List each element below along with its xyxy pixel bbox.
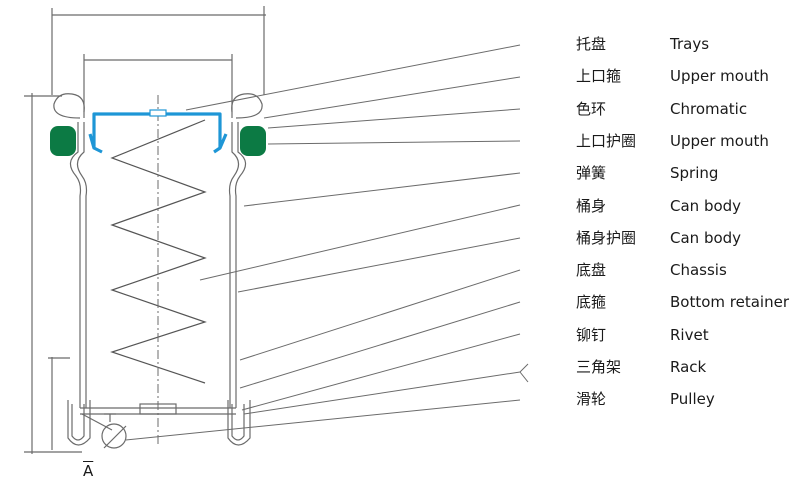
leader-can-body-guard xyxy=(237,237,521,293)
leader-chromatic xyxy=(267,108,521,129)
rivet-left xyxy=(71,404,85,441)
part-label-zh: 桶身 xyxy=(576,197,607,215)
part-label-en: Can body xyxy=(670,197,742,215)
part-label-zh: 托盘 xyxy=(576,35,607,53)
leader-chassis xyxy=(239,269,521,361)
part-label-zh: 弹簧 xyxy=(576,164,607,182)
dimension-label: A xyxy=(83,462,94,480)
leader-rack-b xyxy=(519,363,529,373)
leader-can-body xyxy=(199,204,521,281)
spring xyxy=(110,119,207,384)
leader-rack-a xyxy=(243,371,521,415)
part-label-en: Bottom retainer xyxy=(670,293,789,311)
part-label-zh: 三角架 xyxy=(576,358,622,376)
rack-leg xyxy=(81,413,113,431)
leader-rack-c xyxy=(519,371,529,383)
part-label-zh: 桶身护圈 xyxy=(576,229,637,247)
can-body-left-wall xyxy=(69,122,82,408)
rivet-right xyxy=(231,404,245,441)
tray xyxy=(88,112,228,154)
leader-upper-mouth xyxy=(263,76,521,119)
upper-mouth-rim-left xyxy=(53,93,85,119)
part-label-en: Pulley xyxy=(670,390,715,408)
part-label-zh: 铆钉 xyxy=(576,326,607,344)
leader-trays xyxy=(185,44,521,111)
part-label-en: Trays xyxy=(670,35,710,53)
upper-mouth-guard-right xyxy=(240,126,266,156)
part-label-zh: 底箍 xyxy=(576,293,607,311)
part-label-en: Rack xyxy=(670,358,707,376)
part-label-en: Chromatic xyxy=(670,100,748,118)
part-label-zh: 色环 xyxy=(576,100,607,118)
upper-mouth-rim-right xyxy=(231,93,263,119)
part-label-en: Upper mouth xyxy=(670,67,769,85)
part-label-en: Rivet xyxy=(670,326,709,344)
leader-rivet xyxy=(241,333,521,411)
can-body-right-wall xyxy=(234,122,247,408)
part-label-zh: 底盘 xyxy=(576,261,607,279)
upper-mouth-guard-left xyxy=(50,126,76,156)
leader-bottom-retainer xyxy=(239,301,521,389)
part-label-en: Can body xyxy=(670,229,742,247)
part-label-zh: 上口箍 xyxy=(576,67,622,85)
leader-upper-mouth-guard xyxy=(267,140,521,145)
leader-spring xyxy=(243,172,521,207)
part-label-en: Upper mouth xyxy=(670,132,769,150)
part-label-en: Chassis xyxy=(670,261,727,279)
leader-pulley xyxy=(125,399,521,441)
pulley xyxy=(101,423,127,449)
part-label-en: Spring xyxy=(670,164,719,182)
part-label-zh: 上口护圈 xyxy=(576,132,637,150)
part-label-zh: 滑轮 xyxy=(576,390,607,408)
